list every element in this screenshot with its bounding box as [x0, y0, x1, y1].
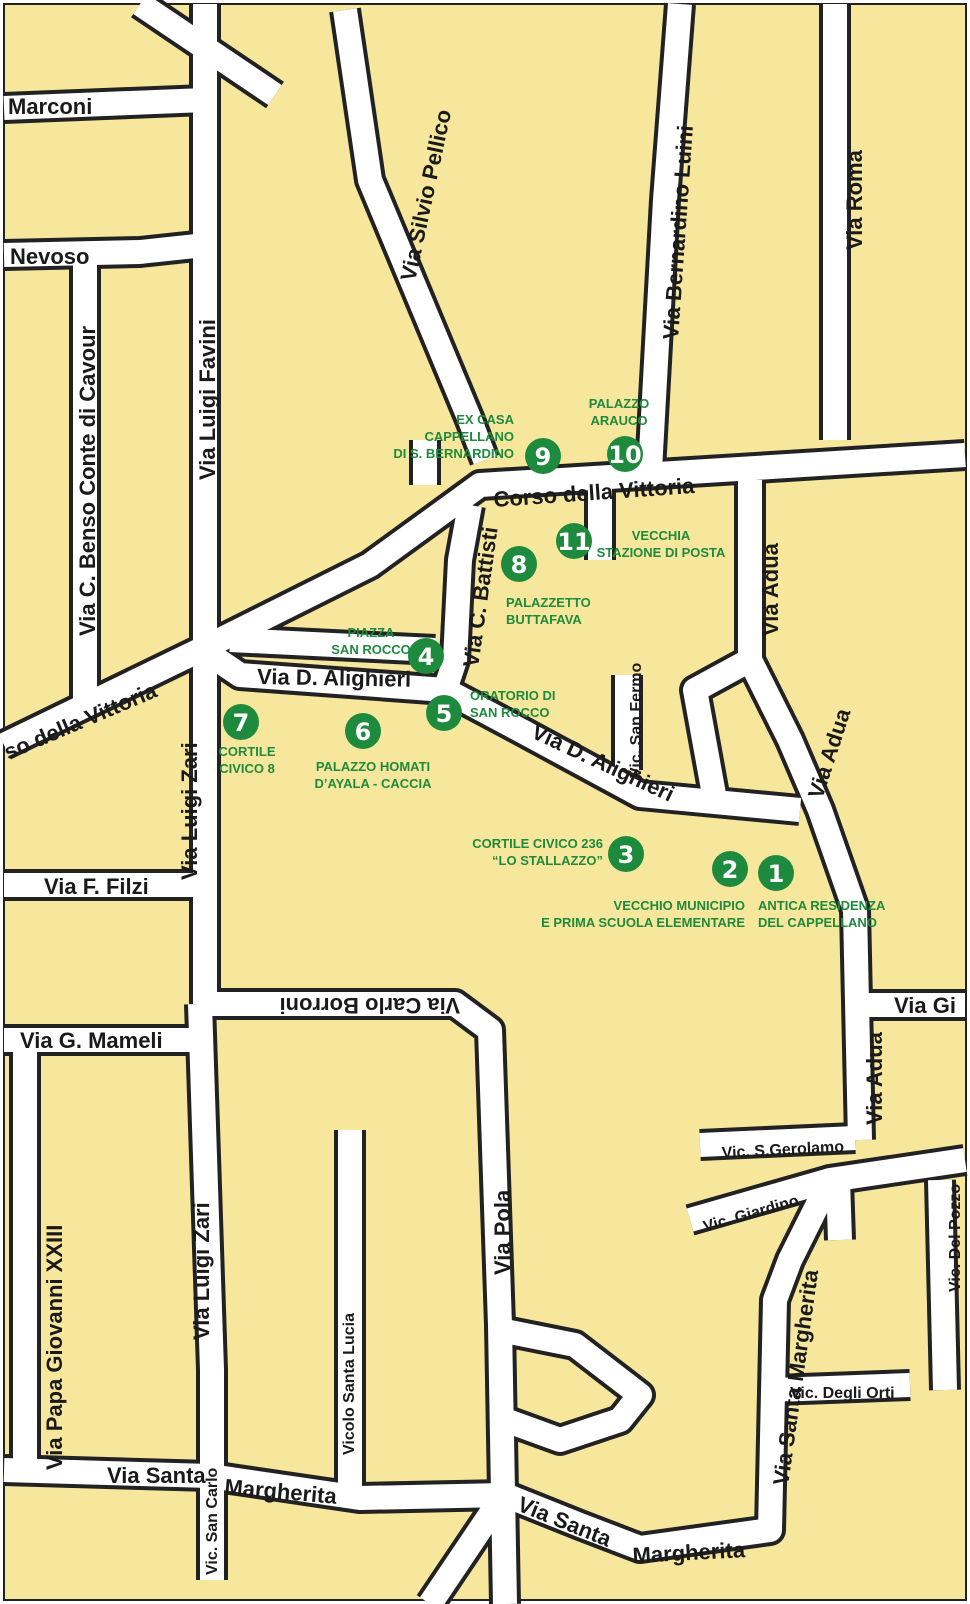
street-label-borroni: Via Carlo Borroni: [279, 993, 460, 1018]
street-label-degli-orti: Vic. Degli Orti: [790, 1385, 895, 1402]
street-label-s-gerolamo: Vic. S.Gerolamo: [721, 1139, 844, 1162]
svg-text:8: 8: [511, 551, 528, 579]
street-label-nevoso: Nevoso: [10, 244, 89, 269]
svg-text:2: 2: [722, 856, 739, 884]
street-label-san-carlo: Vic. San Carlo: [204, 1467, 221, 1575]
street-label-marconi: Marconi: [8, 94, 92, 119]
street-label-santa-margherita-left-1: Via Santa: [107, 1463, 206, 1488]
street-label-del-pozzo: Vic. Del Pozzo: [947, 1184, 964, 1292]
street-label-alighieri-1: Via D. Alighieri: [257, 664, 411, 692]
marker-11[interactable]: 11: [556, 523, 592, 559]
marker-9[interactable]: 9: [525, 438, 561, 474]
svg-text:10: 10: [608, 441, 641, 469]
marker-10[interactable]: 10: [607, 436, 643, 472]
svg-text:6: 6: [355, 718, 372, 746]
svg-text:1: 1: [768, 860, 785, 888]
street-label-adua-low: Via Adua: [862, 1031, 887, 1125]
street-label-san-fermo: Vic. San Fermo: [628, 662, 645, 778]
marker-7[interactable]: 7: [223, 704, 259, 740]
street-label-pola: Via Pola: [490, 1189, 515, 1275]
marker-8[interactable]: 8: [501, 546, 537, 582]
street-label-zari-low: Via Luigi Zari: [189, 1202, 214, 1340]
street-label-papa-giovanni: Via Papa Giovanni XXIII: [42, 1225, 67, 1470]
svg-text:4: 4: [418, 643, 435, 671]
marker-2[interactable]: 2: [712, 851, 748, 887]
poi-label-3: CORTILE CIVICO 236“LO STALLAZZO”: [472, 836, 603, 868]
svg-text:7: 7: [233, 709, 250, 737]
street-label-santa-lucia: Vicolo Santa Lucia: [341, 1313, 358, 1455]
svg-text:5: 5: [436, 700, 453, 728]
street-label-cavour: Via C. Benso Conte di Cavour: [75, 325, 100, 636]
svg-text:3: 3: [618, 841, 635, 869]
marker-4[interactable]: 4: [408, 638, 444, 674]
street-label-adua-top: Via Adua: [758, 542, 783, 636]
svg-text:9: 9: [535, 443, 552, 471]
svg-text:11: 11: [557, 528, 590, 556]
marker-6[interactable]: 6: [345, 713, 381, 749]
street-label-zari-top: Via Luigi Zari: [177, 742, 202, 880]
street-label-gi: Via Gi: [894, 993, 956, 1018]
street-label-santa-margherita-low-2: Margherita: [632, 1537, 746, 1568]
marker-1[interactable]: 1: [758, 855, 794, 891]
street-label-mameli: Via G. Mameli: [20, 1028, 163, 1053]
poi-markers: 1 2 3 4 5 6 7 8 9 10 11: [223, 436, 794, 891]
street-label-favini: Via Luigi Favini: [195, 319, 220, 480]
street-label-roma: Via Roma: [842, 149, 867, 250]
street-labels: Marconi Nevoso Via Silvio Pellico Via Be…: [0, 94, 964, 1575]
marker-3[interactable]: 3: [608, 836, 644, 872]
marker-5[interactable]: 5: [426, 695, 462, 731]
street-label-filzi: Via F. Filzi: [44, 874, 149, 899]
